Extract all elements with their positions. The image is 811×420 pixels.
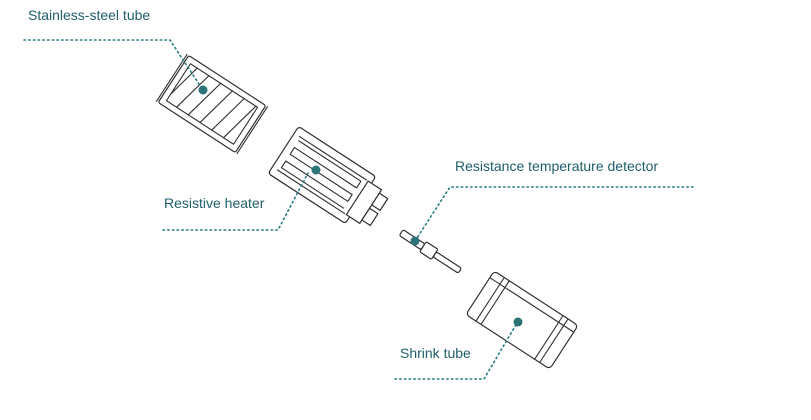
leader-rtd <box>414 186 694 242</box>
marker-stainless-steel-tube <box>198 85 208 95</box>
label-shrink-tube: Shrink tube <box>400 345 471 361</box>
shrink-tube: Shrink tube <box>394 271 578 380</box>
label-stainless-steel-tube: Stainless-steel tube <box>28 7 150 23</box>
resistance-temperature-detector: Resistance temperature detector <box>399 158 694 274</box>
marker-resistive-heater <box>311 165 321 175</box>
leader-shrink-tube <box>394 322 518 380</box>
stainless-steel-tube: Stainless-steel tube <box>23 7 269 155</box>
leader-resistive-heater <box>162 172 309 231</box>
leader-stainless-steel-tube <box>23 39 204 91</box>
marker-rtd <box>410 236 420 246</box>
label-resistive-heater: Resistive heater <box>164 195 265 211</box>
marker-shrink-tube <box>513 317 523 327</box>
label-rtd: Resistance temperature detector <box>455 158 658 174</box>
resistive-heater: Resistive heater <box>162 127 389 231</box>
tube-hatching <box>170 67 257 139</box>
heater-coil <box>280 140 362 209</box>
